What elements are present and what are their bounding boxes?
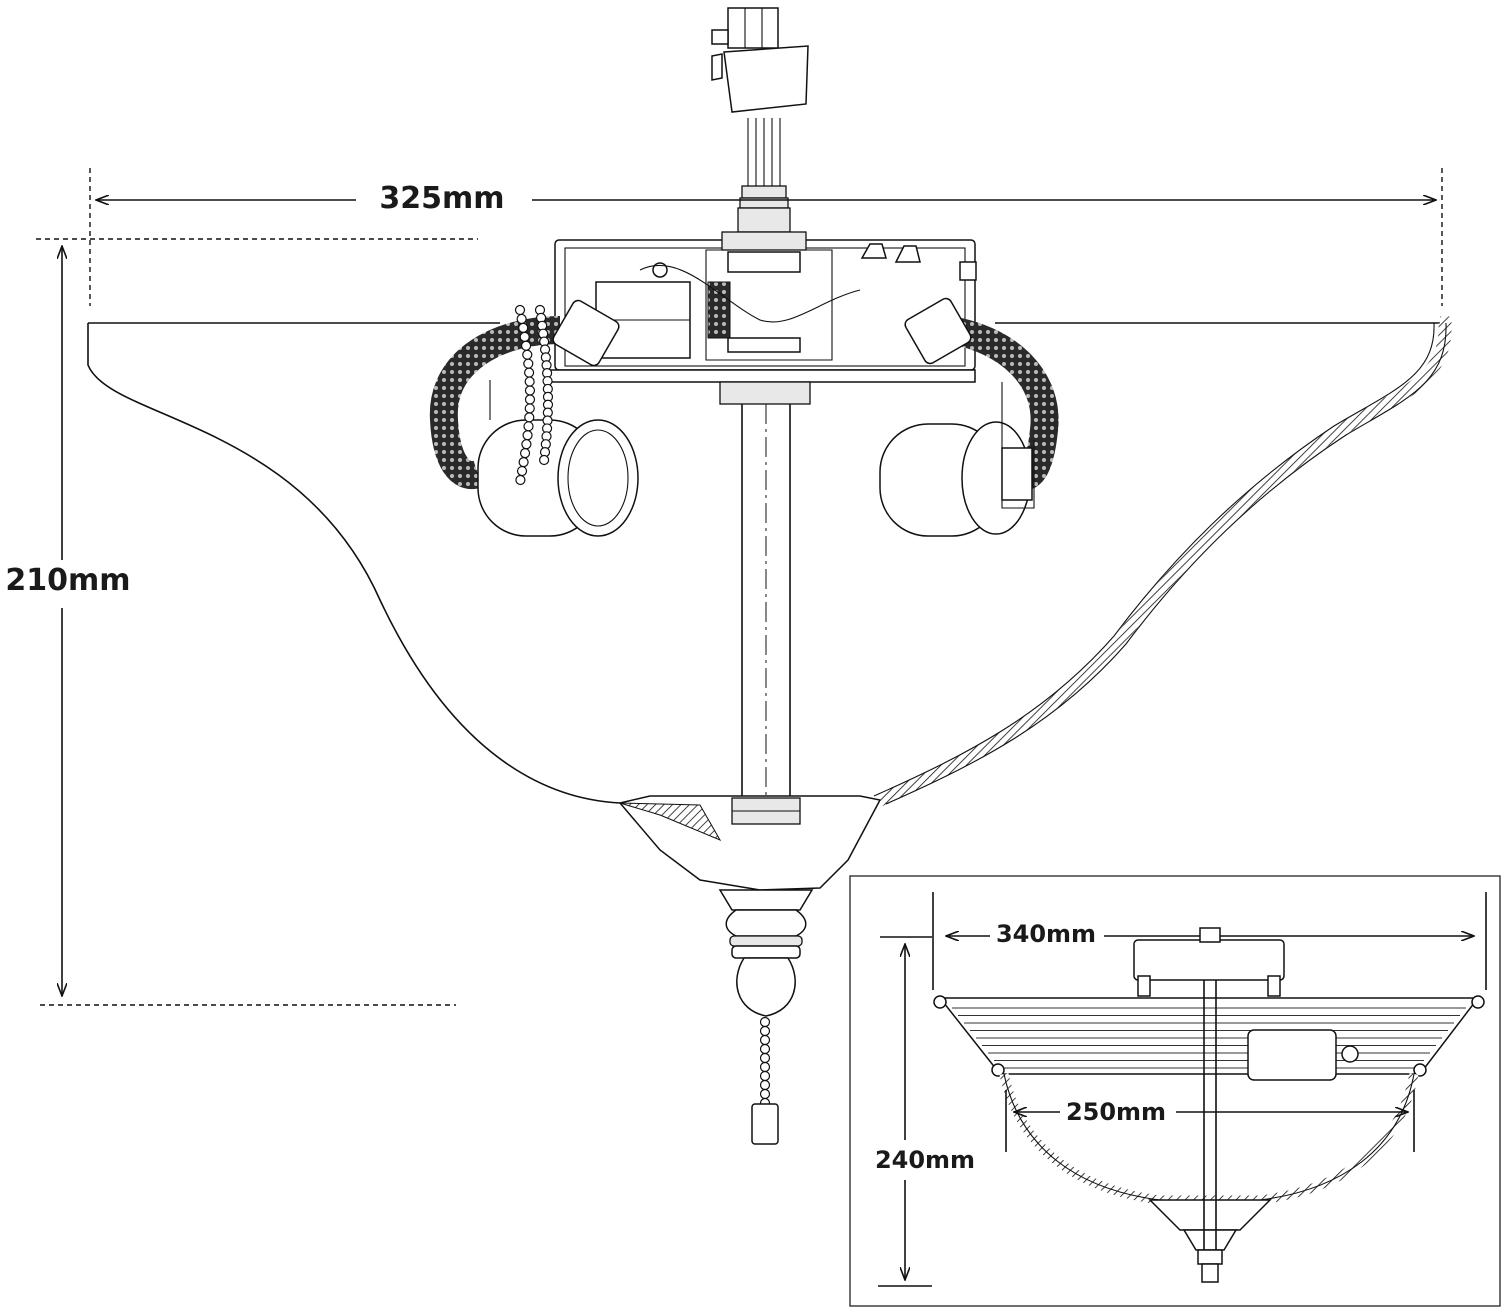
bottom-finial: [618, 795, 882, 1017]
glass-bowl: [87, 316, 1452, 806]
inset-width-dimension: 340mm: [932, 892, 1487, 990]
pull-chain-upper: [514, 304, 554, 486]
width-dimension: 325mm: [89, 168, 1443, 306]
pull-chain-handle: [751, 1103, 779, 1145]
inset-height-label: 240mm: [875, 1146, 975, 1174]
center-rod: [719, 381, 811, 796]
inset-height-dimension: 240mm: [875, 936, 975, 1287]
width-label: 325mm: [379, 181, 504, 216]
inset-inner-width-label: 250mm: [1066, 1098, 1166, 1126]
height-label: 210mm: [5, 563, 130, 598]
main-view: 325mm 210mm: [5, 7, 1452, 1145]
wire-connector: [711, 7, 809, 113]
right-lamp-socket: [879, 297, 1059, 537]
pull-chain-lower: [759, 1016, 771, 1109]
inset-fixture: [933, 927, 1485, 1283]
mounting-plate: [544, 369, 976, 383]
inset-inner-width-dimension: 250mm: [1005, 1090, 1415, 1152]
inset-view: 340mm 240mm: [849, 875, 1501, 1307]
height-dimension: 210mm: [5, 238, 478, 1006]
supply-wires: [737, 118, 791, 233]
inset-width-label: 340mm: [996, 920, 1096, 948]
left-lamp-socket: [429, 299, 639, 537]
junction-box: [554, 231, 977, 371]
